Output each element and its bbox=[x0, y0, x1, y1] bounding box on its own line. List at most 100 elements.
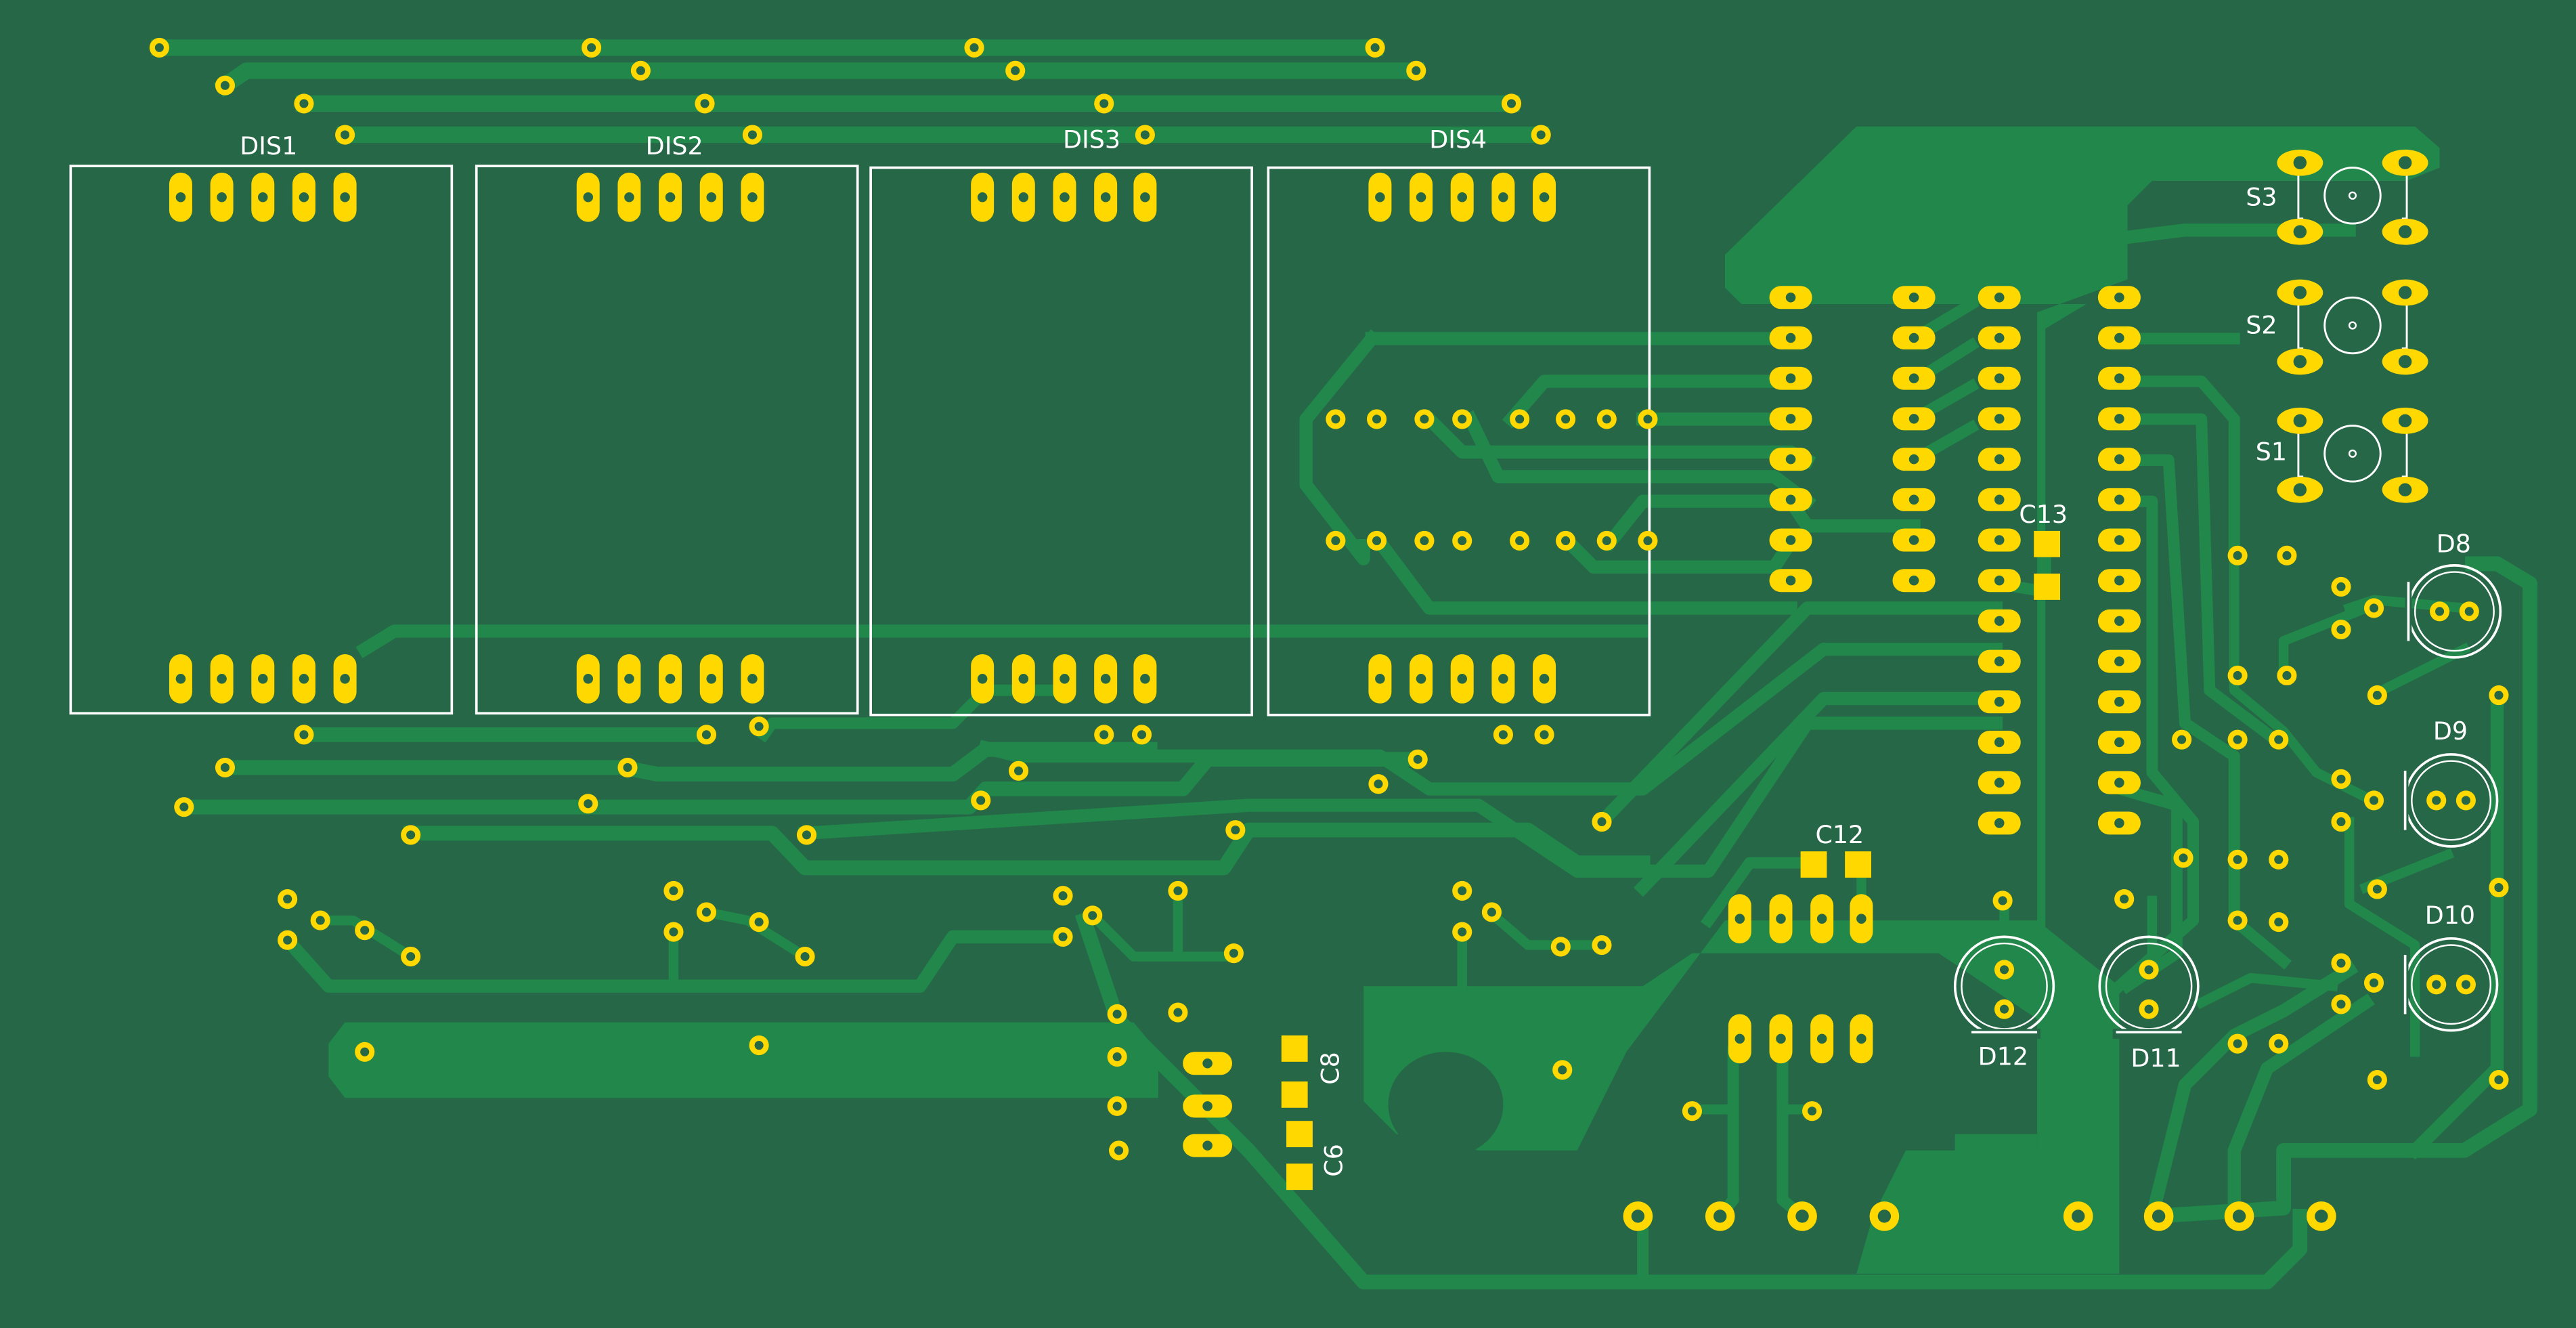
drill-hole bbox=[2464, 607, 2474, 616]
drill-hole bbox=[1816, 914, 1827, 924]
drill-hole bbox=[1785, 373, 1796, 383]
drill-hole bbox=[299, 192, 309, 202]
copper-trace bbox=[1074, 911, 2308, 1289]
copper-trace bbox=[1299, 329, 1381, 565]
drill-hole bbox=[1785, 535, 1796, 545]
drill-hole bbox=[179, 802, 189, 812]
drill-hole bbox=[1734, 914, 1745, 924]
drill-hole bbox=[1202, 1101, 1213, 1111]
drill-hole bbox=[1994, 777, 2005, 788]
drill-hole bbox=[1785, 575, 1796, 586]
drill-hole bbox=[1140, 192, 1150, 202]
smd-pad bbox=[1800, 851, 1827, 878]
label-d12: D12 bbox=[1978, 1042, 2028, 1071]
drill-hole bbox=[1112, 1052, 1122, 1062]
drill-hole bbox=[1099, 99, 1109, 108]
drill-hole bbox=[1100, 674, 1111, 684]
drill-hole bbox=[2144, 1004, 2154, 1014]
drill-hole bbox=[2336, 958, 2346, 968]
drill-hole bbox=[1999, 965, 2009, 974]
drill-hole bbox=[1602, 414, 1611, 424]
copper-trace bbox=[2144, 556, 2537, 1224]
drill-hole bbox=[2372, 884, 2382, 894]
drill-hole bbox=[1999, 1004, 2009, 1014]
copper-trace bbox=[1700, 857, 1821, 928]
drill-hole bbox=[1060, 192, 1070, 202]
drill-hole bbox=[802, 830, 812, 840]
drill-hole bbox=[2435, 607, 2445, 616]
drill-hole bbox=[1372, 414, 1382, 424]
copper-trace bbox=[278, 930, 1066, 993]
drill-hole bbox=[800, 951, 810, 962]
silkscreen bbox=[69, 165, 1651, 716]
drill-hole bbox=[584, 799, 593, 809]
copper-trace bbox=[756, 684, 1074, 743]
drill-hole bbox=[1331, 536, 1340, 546]
copper-trace bbox=[1370, 533, 1797, 615]
drill-hole bbox=[2293, 355, 2307, 368]
drill-hole bbox=[175, 192, 186, 202]
label-c6: C6 bbox=[1319, 1144, 1349, 1177]
drill-hole bbox=[1018, 192, 1029, 202]
drill-hole bbox=[1643, 536, 1653, 546]
copper-trace bbox=[2194, 972, 2338, 1010]
drill-hole bbox=[154, 43, 164, 52]
drill-hole bbox=[1515, 414, 1525, 424]
drill-hole bbox=[341, 130, 350, 140]
drill-hole bbox=[706, 674, 717, 684]
drill-hole bbox=[1776, 914, 1786, 924]
drill-hole bbox=[1561, 414, 1571, 424]
drill-hole bbox=[1602, 536, 1611, 546]
drill-hole bbox=[1597, 940, 1607, 950]
drill-hole bbox=[299, 730, 309, 740]
drill-hole bbox=[2282, 551, 2292, 560]
drill-hole bbox=[2461, 796, 2470, 805]
dis1-outline bbox=[69, 165, 454, 715]
drill-hole bbox=[2114, 777, 2124, 788]
drill-hole bbox=[1994, 656, 2005, 666]
drill-hole bbox=[1458, 886, 1467, 895]
switches bbox=[2277, 149, 2428, 503]
copper-trace bbox=[403, 822, 1651, 876]
drill-hole bbox=[1539, 674, 1550, 684]
drill-hole bbox=[360, 926, 370, 935]
drill-hole bbox=[1908, 575, 1919, 586]
drill-hole bbox=[1908, 494, 1919, 505]
mounting-hole-keepout bbox=[1388, 1052, 1504, 1157]
drill-hole bbox=[2494, 883, 2504, 893]
drill-hole bbox=[1556, 942, 1565, 951]
drill-hole bbox=[1539, 192, 1550, 202]
drill-hole bbox=[1457, 192, 1468, 202]
label-c12: C12 bbox=[1815, 820, 1864, 849]
drill-hole bbox=[665, 192, 676, 202]
drill-hole bbox=[1458, 414, 1467, 424]
smd-pad bbox=[1281, 1035, 1308, 1062]
label-d9: D9 bbox=[2433, 716, 2468, 746]
drill-hole bbox=[583, 674, 594, 684]
copper-trace bbox=[2113, 375, 2240, 557]
drill-hole bbox=[2293, 286, 2307, 299]
drill-hole bbox=[1374, 779, 1383, 789]
label-dis2: DIS2 bbox=[646, 131, 703, 160]
drill-hole bbox=[1375, 674, 1385, 684]
drill-hole bbox=[1140, 130, 1150, 140]
drill-hole bbox=[701, 907, 712, 917]
drill-hole bbox=[315, 916, 325, 925]
smd-pad bbox=[1281, 1081, 1308, 1108]
drill-hole bbox=[1908, 454, 1919, 465]
pour-left-bar bbox=[328, 1022, 1158, 1098]
drill-hole bbox=[2494, 691, 2504, 700]
drill-hole bbox=[2114, 454, 2124, 465]
drill-hole bbox=[1994, 333, 2005, 343]
drill-hole bbox=[1416, 674, 1426, 684]
label-s1: S1 bbox=[2256, 437, 2287, 467]
drill-hole bbox=[2398, 286, 2412, 299]
drill-hole bbox=[1137, 730, 1147, 740]
drill-hole bbox=[1994, 373, 2005, 383]
drill-hole bbox=[2274, 735, 2284, 744]
drill-hole bbox=[1515, 536, 1525, 546]
drill-hole bbox=[217, 674, 227, 684]
copper-pours bbox=[328, 126, 2440, 1274]
drill-hole bbox=[299, 674, 309, 684]
drill-hole bbox=[976, 796, 986, 805]
